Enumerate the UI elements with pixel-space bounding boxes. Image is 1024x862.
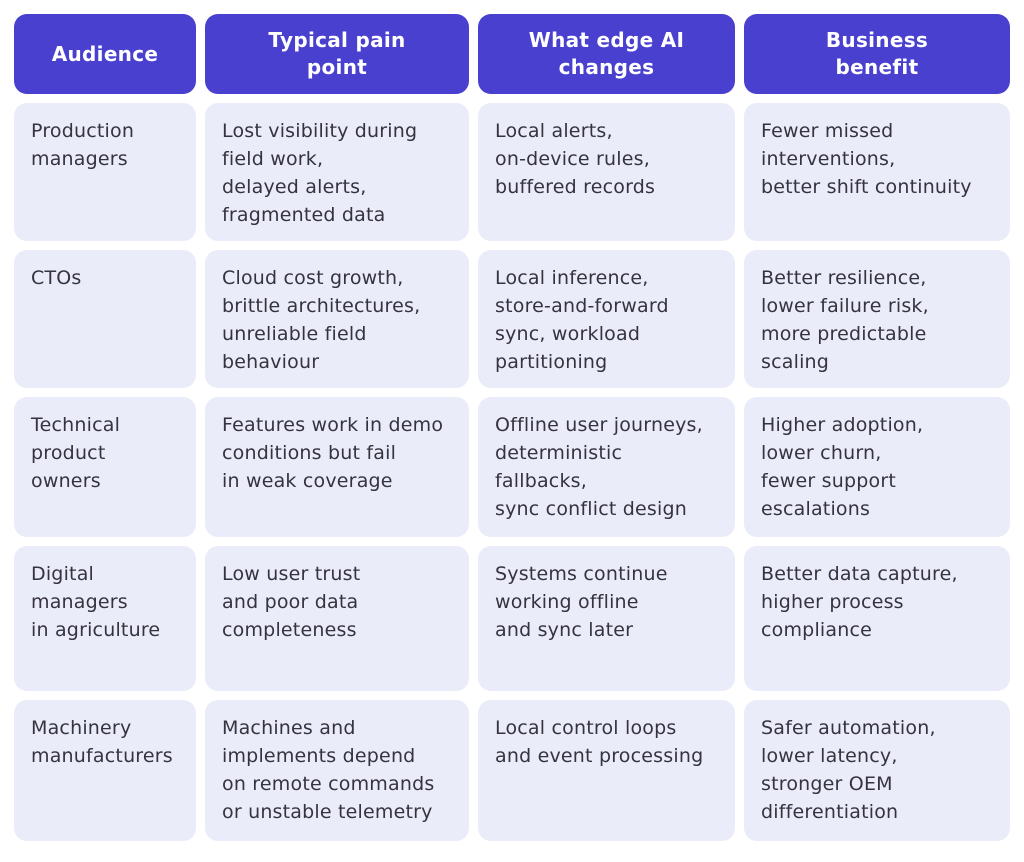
cell-row1-audience: Production managers bbox=[14, 103, 196, 241]
cell-row5-audience: Machinery manufacturers bbox=[14, 700, 196, 841]
header-cell-business-benefit: Business benefit bbox=[744, 14, 1010, 94]
cell-row4-audience: Digital managers in agriculture bbox=[14, 546, 196, 691]
cell-row2-business-benefit: Better resilience, lower failure risk, m… bbox=[744, 250, 1010, 388]
cell-row4-business-benefit: Better data capture, higher process comp… bbox=[744, 546, 1010, 691]
cell-row3-edge-ai-changes: Offline user journeys, deterministic fal… bbox=[478, 397, 735, 537]
cell-row5-pain-point: Machines and implements depend on remote… bbox=[205, 700, 469, 841]
cell-row3-audience: Technical product owners bbox=[14, 397, 196, 537]
cell-row4-edge-ai-changes: Systems continue working offline and syn… bbox=[478, 546, 735, 691]
cell-row1-pain-point: Lost visibility during field work, delay… bbox=[205, 103, 469, 241]
cell-row3-business-benefit: Higher adoption, lower churn, fewer supp… bbox=[744, 397, 1010, 537]
cell-row2-audience: CTOs bbox=[14, 250, 196, 388]
cell-row2-edge-ai-changes: Local inference, store-and-forward sync,… bbox=[478, 250, 735, 388]
cell-row2-pain-point: Cloud cost growth, brittle architectures… bbox=[205, 250, 469, 388]
cell-row3-pain-point: Features work in demo conditions but fai… bbox=[205, 397, 469, 537]
cell-row1-edge-ai-changes: Local alerts, on-device rules, buffered … bbox=[478, 103, 735, 241]
cell-row4-pain-point: Low user trust and poor data completenes… bbox=[205, 546, 469, 691]
header-cell-edge-ai-changes: What edge AI changes bbox=[478, 14, 735, 94]
cell-row5-business-benefit: Safer automation, lower latency, stronge… bbox=[744, 700, 1010, 841]
cell-row5-edge-ai-changes: Local control loops and event processing bbox=[478, 700, 735, 841]
header-cell-pain-point: Typical pain point bbox=[205, 14, 469, 94]
header-cell-audience: Audience bbox=[14, 14, 196, 94]
audience-benefit-table: Audience Typical pain point What edge AI… bbox=[14, 14, 1010, 841]
cell-row1-business-benefit: Fewer missed interventions, better shift… bbox=[744, 103, 1010, 241]
